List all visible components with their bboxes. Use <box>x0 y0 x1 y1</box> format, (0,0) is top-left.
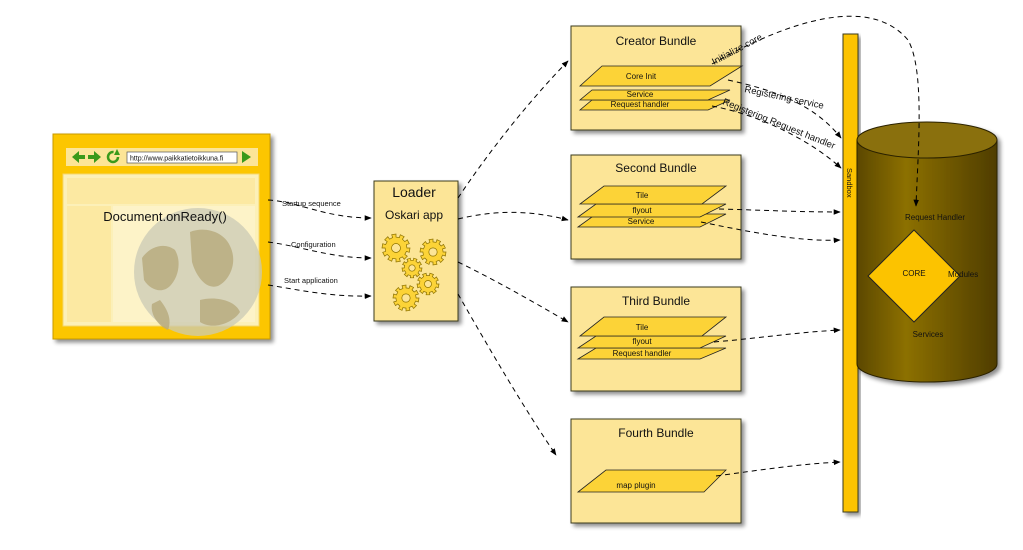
registering-service-label: Registering service <box>743 84 824 112</box>
third-layer-tile: Tile <box>636 323 649 332</box>
creator-bundle: Creator Bundle Core Init Service Request… <box>570 25 744 131</box>
loader-title: Loader <box>392 184 436 200</box>
configuration-arrow <box>267 241 372 261</box>
creator-bundle-title: Creator Bundle <box>616 34 697 48</box>
go-icon[interactable] <box>242 151 251 163</box>
services-label: Services <box>913 330 944 339</box>
gear-2-hub <box>428 247 438 257</box>
third-to-sandbox-arrow <box>713 327 841 343</box>
refresh-icon[interactable] <box>106 149 120 164</box>
core-diamond <box>867 229 961 323</box>
second-layer-tile: Tile <box>636 191 649 200</box>
sandbox-bar <box>842 33 859 513</box>
creator-layer-service: Service <box>627 90 654 99</box>
fourth-to-sandbox-arrow <box>715 459 841 477</box>
registering-service-arrow <box>727 79 842 139</box>
initialize-core-arrow <box>711 15 920 207</box>
document-onready-text: Document.onReady() <box>103 209 227 224</box>
configuration-label: Configuration <box>291 240 336 249</box>
sandbox-label: Sandbox <box>845 168 854 198</box>
second-to-sandbox-arrow-1 <box>718 208 841 215</box>
creator-layer-core-init: Core Init <box>626 72 657 81</box>
second-to-sandbox-arrow-2 <box>700 221 841 244</box>
third-layer-request-handler: Request handler <box>613 349 672 358</box>
second-layer-flyout: flyout <box>632 206 652 215</box>
gear-4-hub <box>424 280 432 288</box>
second-bundle-title: Second Bundle <box>615 161 697 175</box>
startup-arrow <box>267 199 372 221</box>
forward-arrow-icon[interactable] <box>88 151 101 163</box>
loader-to-second-arrow <box>457 211 569 222</box>
back-arrow-icon[interactable] <box>72 151 85 163</box>
gear-3-hub <box>408 264 416 272</box>
second-layer-service: Service <box>628 217 655 226</box>
registering-request-handler-arrow <box>711 105 842 169</box>
core-label: CORE <box>902 269 925 278</box>
request-handler-label: Request Handler <box>905 213 965 222</box>
loader-to-third-arrow <box>457 261 569 323</box>
fourth-layer-map-plugin: map plugin <box>616 481 655 490</box>
url-text: http://www.paikkatietoikkuna.fi <box>130 156 224 163</box>
second-bundle: Second Bundle Tile flyout Service <box>570 154 742 260</box>
gear-1-hub <box>391 243 401 253</box>
loader-subtitle: Oskari app <box>385 208 443 222</box>
fourth-bundle: Fourth Bundle map plugin <box>570 418 742 524</box>
third-bundle: Third Bundle Tile flyout Request handler <box>570 286 742 392</box>
third-bundle-title: Third Bundle <box>622 294 690 308</box>
loader-to-creator-arrow <box>457 60 569 199</box>
startup-label: Startup sequence <box>282 199 341 208</box>
start-application-label: Start application <box>284 276 338 285</box>
url-bar[interactable]: http://www.paikkatietoikkuna.fi <box>126 151 238 164</box>
loader-to-fourth-arrow <box>457 293 557 456</box>
modules-label: Modules <box>948 270 978 279</box>
creator-layer-request-handler: Request handler <box>611 100 670 109</box>
fourth-bundle-title: Fourth Bundle <box>618 426 694 440</box>
gears-icon <box>381 233 447 312</box>
start-application-arrow <box>267 284 372 299</box>
globe-icon <box>134 208 262 336</box>
gear-5-hub <box>401 293 411 303</box>
third-layer-flyout: flyout <box>632 337 652 346</box>
